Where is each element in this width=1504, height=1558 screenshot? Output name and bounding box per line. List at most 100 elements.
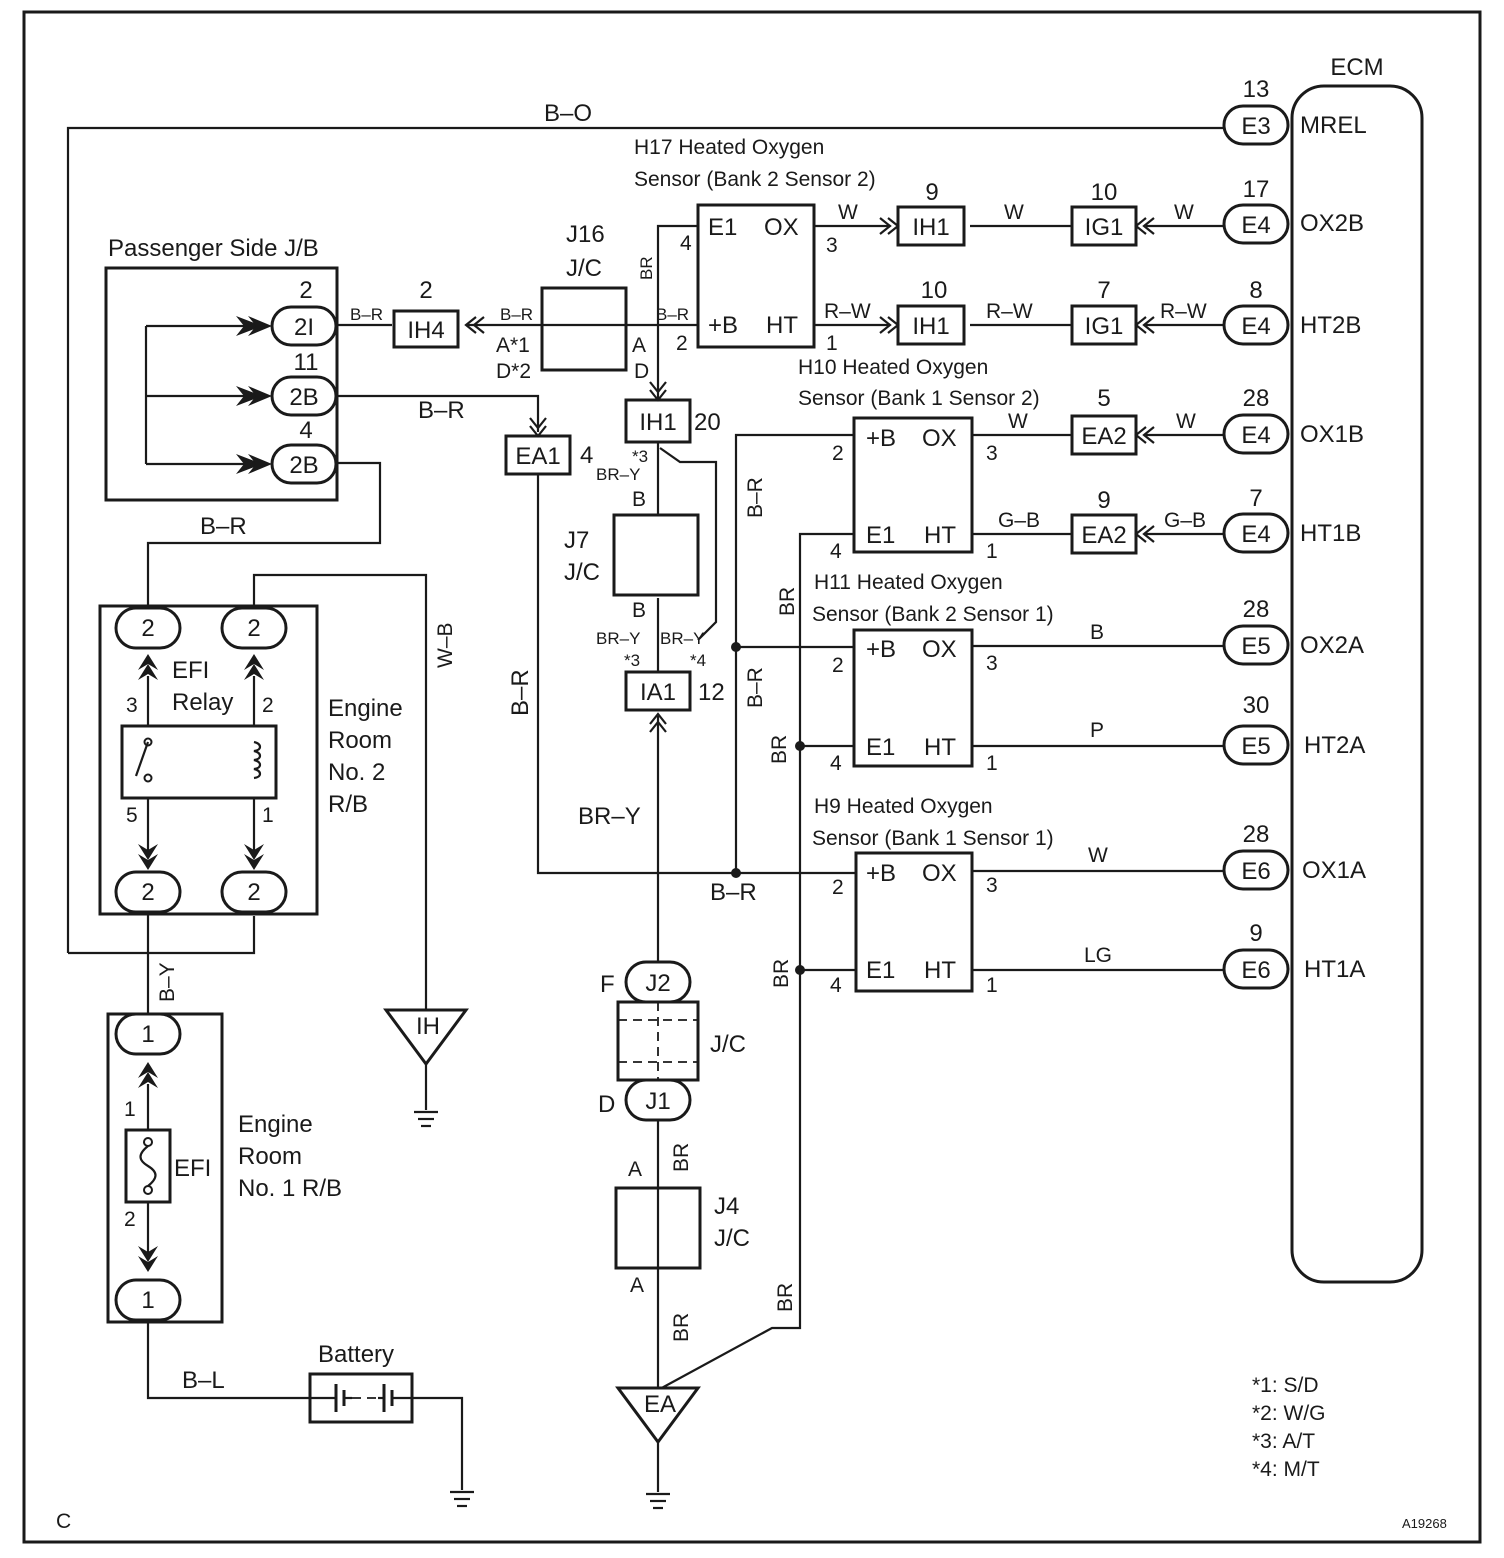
connector-label: IG1: [1085, 214, 1124, 241]
ground-point-triangle: [615, 1386, 701, 1445]
ecm-terminal-ht1a[interactable]: 9 E6 HT1A: [1222, 920, 1365, 990]
ecm-terminal-mrel[interactable]: 13 E3 MREL: [1222, 76, 1367, 146]
connector-ih1-10[interactable]: 10 IH1: [879, 277, 966, 346]
ecm-signal-label: HT1B: [1300, 520, 1361, 547]
connector-ih1-20[interactable]: IH1 20: [624, 381, 721, 444]
sensor-title: H10 Heated Oxygen: [798, 356, 988, 379]
relay-pin: 2: [262, 694, 274, 717]
connector-pin: 10: [1091, 179, 1118, 206]
sensor-pin-number: 4: [830, 540, 842, 563]
sensor-pin-label: OX: [922, 860, 957, 887]
connector-box: [624, 670, 692, 712]
wire-labels: B–O W W W R–W R–W R–W W W G–B G–B B P W …: [156, 100, 1207, 1394]
sensor-pin-label: HT: [924, 522, 956, 549]
sensor-subtitle: Sensor (Bank 2 Sensor 1): [812, 603, 1054, 626]
junction-j2-j1[interactable]: J2 F J/C J1 D: [598, 960, 746, 1122]
connector-label: IH4: [407, 317, 444, 344]
junction-type: J/C: [564, 559, 600, 586]
connector-label: IA1: [640, 679, 676, 706]
wire-label: B: [1090, 621, 1104, 644]
wire-label: BR: [670, 1313, 693, 1342]
sensor-pin-number: 3: [986, 442, 998, 465]
wire-label: B–O: [544, 100, 592, 127]
connector-label: EA2: [1081, 522, 1126, 549]
jb-title: Passenger Side J/B: [108, 235, 319, 262]
sensor-h17[interactable]: H17 Heated Oxygen Sensor (Bank 2 Sensor …: [634, 136, 876, 355]
ecm-signal-label: OX2B: [1300, 210, 1364, 237]
jb-connector-label: 2B: [289, 384, 318, 411]
connector-label: IH1: [639, 409, 676, 436]
wire-label: B–R: [418, 397, 465, 424]
sensor-subtitle: Sensor (Bank 2 Sensor 2): [634, 168, 876, 191]
sensor-pin-number: 3: [986, 652, 998, 675]
junction-j16[interactable]: J16 J/C A*1 D*2 A D: [496, 221, 649, 383]
ecm-connector-label: E6: [1241, 858, 1270, 885]
ecm-connector-label: E3: [1241, 113, 1270, 140]
jb-connector: [270, 375, 338, 417]
sensor-pin-number: 2: [832, 654, 844, 677]
sensor-pin-label: +B: [866, 636, 896, 663]
ground-ea[interactable]: EA: [615, 1386, 701, 1510]
ecm-connector-label: E5: [1241, 633, 1270, 660]
sensor-h9[interactable]: H9 Heated Oxygen Sensor (Bank 1 Sensor 1…: [812, 795, 1054, 997]
star-note: *4: [690, 651, 706, 670]
junction-type: J/C: [566, 255, 602, 282]
wire-label: W: [1176, 410, 1196, 433]
connector-ea2-9[interactable]: 9 EA2: [1070, 487, 1155, 555]
footnotes: *1: S/D *2: W/G *3: A/T *4: M/T: [1252, 1374, 1326, 1481]
ecm-terminal-ht1b[interactable]: 7 E4 HT1B: [1222, 485, 1361, 554]
sensor-pin-label: E1: [866, 522, 895, 549]
connector-label: EA1: [515, 443, 560, 470]
ecm-box: [1290, 84, 1424, 1284]
ecm-signal-label: OX1A: [1302, 857, 1366, 884]
jb-pin: 2: [299, 277, 312, 304]
ecm-terminal-pin: 28: [1243, 385, 1270, 412]
sensor-box: [696, 203, 816, 349]
rb-label: No. 1 R/B: [238, 1175, 342, 1202]
connector-ea1[interactable]: EA1 4: [504, 417, 593, 476]
connector-pin: 4: [580, 442, 593, 469]
ecm-terminal-ox2a[interactable]: 28 E5 OX2A: [1222, 596, 1364, 666]
wire-label: B–R: [744, 667, 767, 708]
sensor-subtitle: Sensor (Bank 1 Sensor 1): [812, 827, 1054, 850]
connector-ea2-5[interactable]: 5 EA2: [1070, 385, 1155, 456]
relay-pin: 1: [262, 804, 274, 827]
connector-ia1[interactable]: IA1 12: [624, 670, 725, 733]
star-note: *3: [632, 447, 648, 466]
engine-room-1-rb[interactable]: 1 1 EFI 2 1 Engine Room No. 1 R/B: [106, 1012, 342, 1324]
connector-pin: 9: [925, 179, 938, 206]
connector-box: [1070, 304, 1138, 346]
connector-ih4[interactable]: 2 IH4: [392, 277, 485, 349]
ground-icon: [414, 1110, 438, 1128]
battery[interactable]: Battery: [308, 1341, 414, 1424]
sensor-pin-label: HT: [924, 734, 956, 761]
junction-type: J/C: [710, 1031, 746, 1058]
footnote: *4: M/T: [1252, 1458, 1320, 1481]
relay-pin: 5: [126, 804, 138, 827]
sensor-pin-number: 2: [832, 442, 844, 465]
connector-ig1-10[interactable]: 10 IG1: [1070, 179, 1155, 247]
connector-ig1-7[interactable]: 7 IG1: [1070, 277, 1155, 346]
coil-icon: [253, 740, 262, 780]
sensor-pin-number: 1: [986, 540, 998, 563]
ecm-signal-label: OX2A: [1300, 632, 1364, 659]
sensor-h10[interactable]: H10 Heated Oxygen Sensor (Bank 1 Sensor …: [798, 356, 1040, 563]
sensor-pin-number: 1: [986, 974, 998, 997]
ecm-terminal-ht2a[interactable]: 30 E5 HT2A: [1222, 692, 1365, 766]
wire-label: W: [1174, 201, 1194, 224]
star-note: *3: [624, 651, 640, 670]
ground-ih[interactable]: IH: [383, 1008, 469, 1128]
relay-pin: 3: [126, 694, 138, 717]
rb-connector: [114, 870, 182, 914]
connector-ih1-9[interactable]: 9 IH1: [879, 179, 966, 247]
ground-battery: [450, 1490, 474, 1508]
junction-j4[interactable]: A J4 J/C A: [614, 1158, 750, 1297]
signal-wires: [66, 126, 1224, 1490]
junction-pin: D: [598, 1091, 615, 1118]
sensor-h11[interactable]: H11 Heated Oxygen Sensor (Bank 2 Sensor …: [812, 571, 1054, 775]
wire-label: B–R: [200, 513, 247, 540]
passenger-side-jb[interactable]: Passenger Side J/B 2 2I 11 2B 4 2B: [104, 235, 339, 502]
engine-room-2-rb[interactable]: 2 2 EFI Relay 3 2 5 1 2 2 Engine Room No…: [98, 604, 403, 916]
junction-j7[interactable]: J7 J/C B B *3 *3 *4: [564, 447, 706, 670]
ecm-terminal-ox2b[interactable]: 17 E4 OX2B: [1222, 176, 1364, 245]
